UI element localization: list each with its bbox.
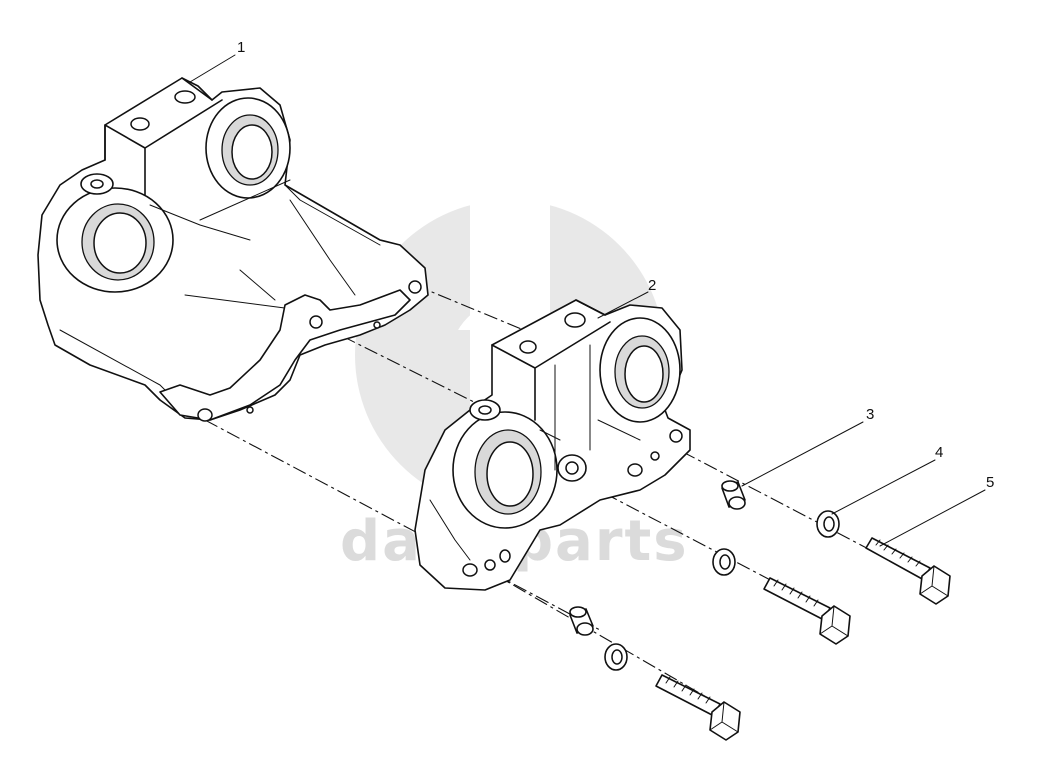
part-3-pin-lower bbox=[569, 606, 594, 636]
part-4-washer-upper bbox=[816, 510, 840, 538]
part-1-left-housing bbox=[37, 77, 429, 422]
callout-3: 3 bbox=[866, 406, 874, 423]
part-5-bolt-lower bbox=[655, 674, 741, 741]
leader-lines bbox=[189, 54, 986, 547]
callout-5: 5 bbox=[986, 474, 994, 491]
part-4-washer-lower bbox=[604, 643, 628, 671]
svg-text:5: 5 bbox=[986, 474, 994, 491]
part-3-pin-upper bbox=[721, 480, 746, 510]
part-5-bolt-upper bbox=[865, 537, 951, 605]
svg-text:2: 2 bbox=[648, 277, 656, 294]
svg-text:4: 4 bbox=[935, 444, 943, 461]
part-5-bolt-middle bbox=[763, 577, 851, 645]
callout-4: 4 bbox=[935, 444, 943, 461]
part-4-washer-middle bbox=[712, 548, 736, 576]
svg-text:1: 1 bbox=[237, 39, 245, 56]
callout-2: 2 bbox=[648, 277, 656, 294]
svg-text:3: 3 bbox=[866, 406, 874, 423]
callout-1: 1 bbox=[237, 39, 245, 56]
part-2-right-housing bbox=[414, 299, 691, 591]
